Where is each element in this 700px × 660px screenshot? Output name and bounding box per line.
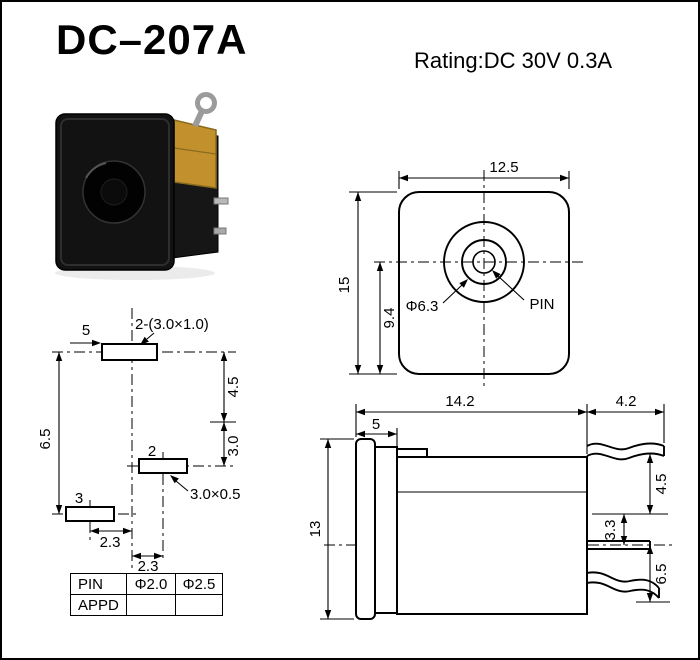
page-title: DC–207A xyxy=(56,16,248,63)
spec-cell-dia-2-5: Φ2.5 xyxy=(175,573,223,595)
dim-right-lower-3-0: 3.0 xyxy=(220,422,242,466)
product-photo xyxy=(55,92,229,280)
dim-right-4-5: 4.5 xyxy=(646,454,670,514)
dim-body-length-14-2: 14.2 xyxy=(355,393,588,454)
bottom-terminal xyxy=(586,571,660,599)
solder-pin-1 xyxy=(213,197,229,205)
front-pin-label: PIN xyxy=(492,270,555,313)
dim-right-lower-text: 3.0 xyxy=(225,436,242,457)
pin-spec-table: PIN Φ2.0 Φ2.5 APPD xyxy=(70,573,223,616)
terminal-length-text: 4.2 xyxy=(616,393,637,410)
front-view: 12.5 15 9.4 Φ6.3 xyxy=(336,159,586,388)
solder-pin-2 xyxy=(213,227,227,235)
front-hole-diameter-label: Φ6.3 xyxy=(406,279,468,315)
front-centerlines xyxy=(374,170,586,388)
side-flange xyxy=(355,438,376,620)
side-body xyxy=(396,456,588,615)
spec-cell-pin: PIN xyxy=(70,573,127,595)
hole-highlight xyxy=(85,162,107,179)
front-height-dim: 15 xyxy=(336,277,353,294)
gold-seam xyxy=(173,147,217,155)
dim-top-text: 5 xyxy=(82,322,90,339)
hole-diameter-text: Φ6.3 xyxy=(406,298,439,315)
slot-note-text: 2-(3.0×1.0) xyxy=(135,316,209,333)
spec-cell-appd: APPD xyxy=(70,594,127,616)
pin2-label: 2 xyxy=(148,443,156,460)
slot-1 xyxy=(101,343,158,361)
body-length-text: 14.2 xyxy=(445,393,474,410)
dim-height-13: 13 xyxy=(307,438,354,620)
dim-left-6-5: 6.5 xyxy=(37,352,63,514)
flange-depth-text: 5 xyxy=(372,416,380,433)
front-width-dim: 12.5 xyxy=(489,159,518,176)
dim-right-upper-4-5: 4.5 xyxy=(210,352,242,423)
dim-top-5: 5 xyxy=(70,322,101,347)
slot-note-label: 2-(3.0×1.0) xyxy=(135,316,209,345)
offset-left-text: 2.3 xyxy=(100,534,121,551)
pin-label-text: PIN xyxy=(529,296,554,313)
side-view: 14.2 4.2 5 13 xyxy=(307,393,672,620)
dim-offset-left-2-3: 2.3 xyxy=(90,527,132,551)
side-body-step xyxy=(396,448,428,458)
height-text: 13 xyxy=(307,521,324,538)
pin-note-text: 3.0×0.5 xyxy=(190,486,240,503)
side-collar xyxy=(374,446,398,614)
pin-note-label: 3.0×0.5 xyxy=(170,475,240,503)
dim-6-5-text: 6.5 xyxy=(653,564,670,585)
front-dim-height: 15 xyxy=(336,191,397,375)
rating-text: Rating:DC 30V 0.3A xyxy=(414,48,613,73)
dim-left-text: 6.5 xyxy=(37,429,54,450)
spec-cell-empty-2 xyxy=(175,594,223,616)
dim-3-3-text: 3.3 xyxy=(602,520,619,541)
front-dim-center-height: 9.4 xyxy=(376,262,398,374)
jack-gold-contact xyxy=(173,119,217,189)
front-dim-width: 12.5 xyxy=(398,159,570,189)
dim-right-3-3: 3.3 xyxy=(592,513,668,545)
offset-right-text: 2.3 xyxy=(138,558,159,575)
dim-right-upper-text: 4.5 xyxy=(225,377,242,398)
pin-layout-view: 5 2-(3.0×1.0) 4.5 3.0 xyxy=(37,308,242,575)
top-terminal xyxy=(586,442,665,461)
pin-3 xyxy=(65,506,115,522)
dim-terminal-length-4-2: 4.2 xyxy=(587,393,665,443)
spec-cell-dia-2-0: Φ2.0 xyxy=(126,573,176,595)
pin-2 xyxy=(138,458,188,474)
dim-right-6-5: 6.5 xyxy=(636,545,670,603)
lug-stem xyxy=(192,109,205,128)
spec-row-pin: PIN Φ2.0 Φ2.5 xyxy=(70,573,223,595)
spec-cell-empty-1 xyxy=(126,594,176,616)
hole-inner xyxy=(100,178,128,206)
bezel-bevel xyxy=(60,118,170,266)
dim-4-5-text: 4.5 xyxy=(653,474,670,495)
dim-flange-depth-5: 5 xyxy=(356,416,398,447)
spec-row-appd: APPD xyxy=(70,594,223,616)
ring-terminal xyxy=(195,92,217,114)
dim-offset-right-2-3: 2.3 xyxy=(132,552,163,575)
front-center-height-dim: 9.4 xyxy=(381,308,398,329)
pin3-label: 3 xyxy=(75,490,83,507)
